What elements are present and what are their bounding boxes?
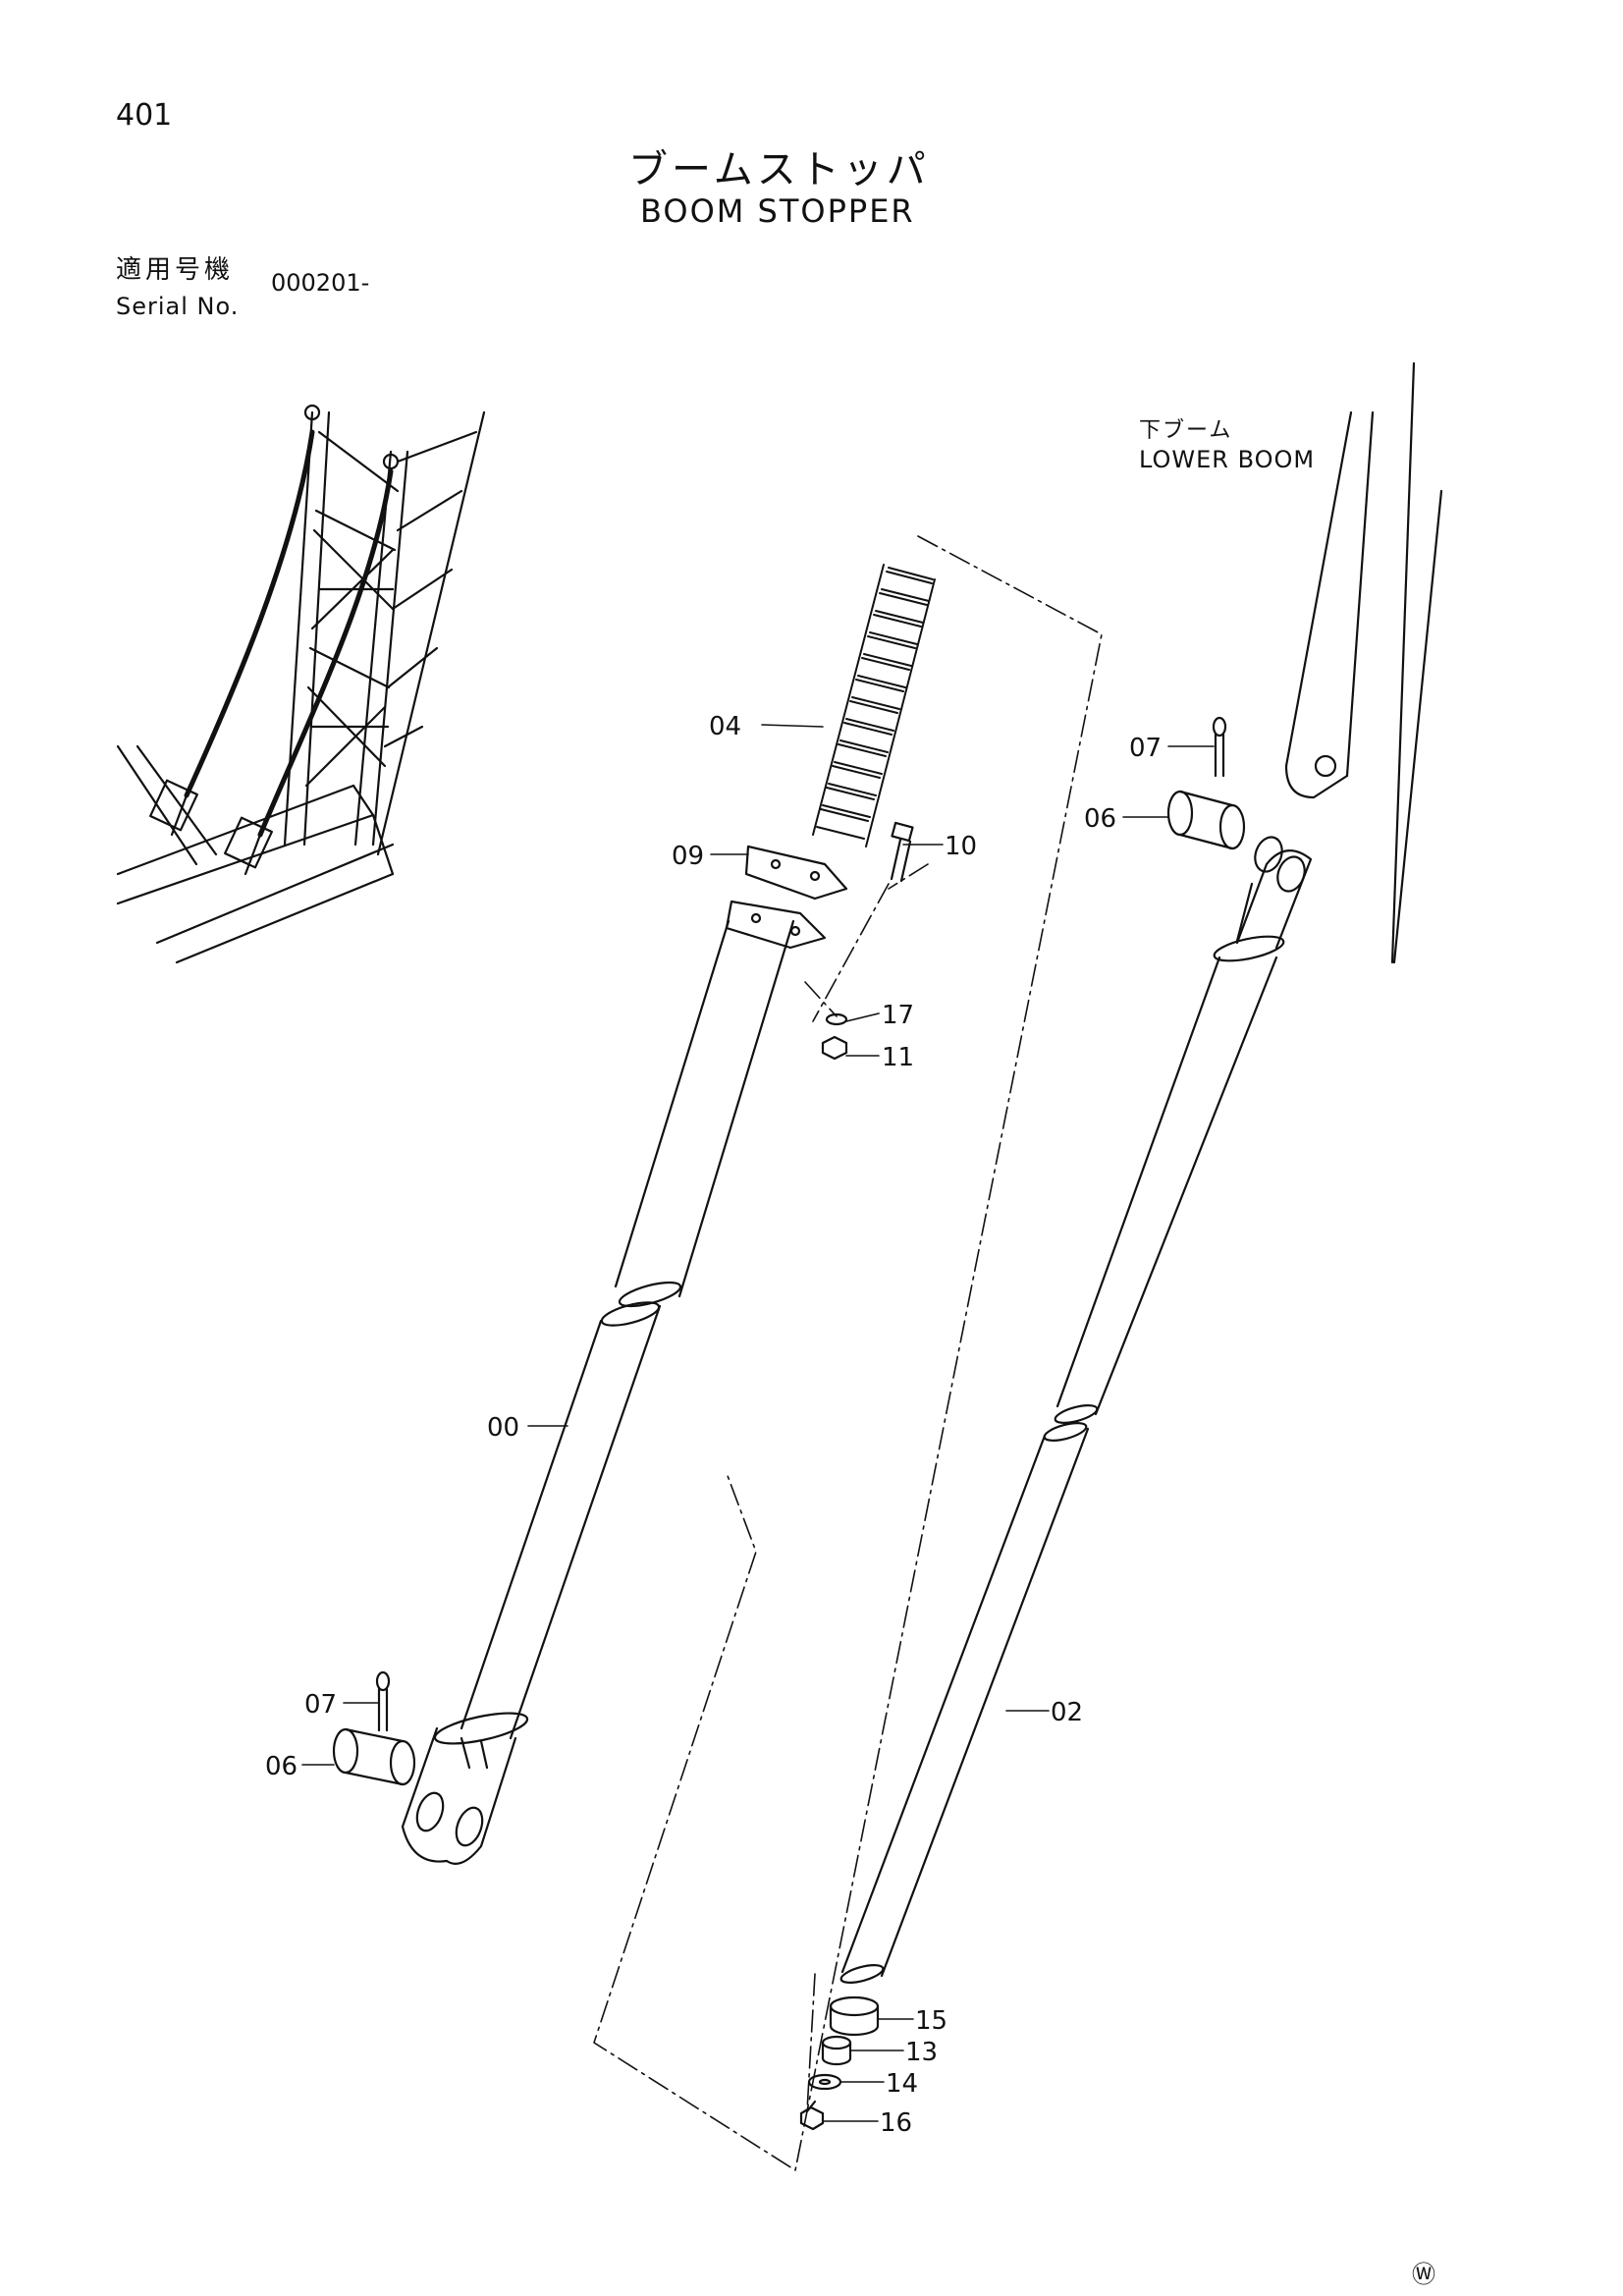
stopper-tube-assembly-02 (839, 836, 1313, 1984)
serial-number-value: 000201- (271, 269, 370, 297)
callout-06-left: 06 (265, 1752, 298, 1781)
callout-16: 16 (880, 2108, 912, 2138)
footer-mark: Ⓦ (1412, 2261, 1435, 2288)
callout-11: 11 (882, 1043, 914, 1072)
serial-label-english: Serial No. (116, 293, 240, 320)
lower-boom-label-japanese: 下ブーム (1139, 418, 1233, 443)
callout-06-right: 06 (1084, 804, 1116, 834)
callout-13: 13 (905, 2038, 938, 2067)
callout-15: 15 (915, 2006, 947, 2036)
assembly-centerlines (593, 535, 1103, 2171)
callout-07-right: 07 (1129, 734, 1162, 763)
spacer-15 (829, 1995, 880, 2037)
bolt-10 (890, 821, 914, 883)
callout-04: 04 (709, 712, 741, 741)
collar-13 (821, 2035, 852, 2066)
pin-06-left (332, 1727, 416, 1786)
cotter-pin-07-right (1212, 716, 1227, 778)
spring-04 (812, 564, 936, 847)
callout-07-left: 07 (304, 1690, 337, 1720)
washer-17 (825, 1012, 848, 1026)
lower-boom-illustration (1284, 361, 1443, 964)
callout-09: 09 (672, 842, 704, 871)
lower-boom-label-english: LOWER BOOM (1139, 446, 1316, 473)
stopper-tube-assembly-00 (401, 845, 848, 1865)
bolt-16 (799, 2100, 825, 2131)
callout-17: 17 (882, 1001, 914, 1030)
callout-14: 14 (886, 2069, 918, 2099)
callout-02: 02 (1051, 1698, 1083, 1727)
callout-00: 00 (487, 1413, 519, 1443)
page-number: 401 (116, 98, 173, 133)
crane-inset-illustration (116, 404, 486, 964)
serial-label-japanese: 適用号機 (116, 255, 235, 285)
nut-11 (821, 1035, 848, 1061)
title-japanese: ブームストッパ (628, 147, 930, 192)
title-english: BOOM STOPPER (640, 192, 915, 230)
cotter-pin-07-left (375, 1670, 391, 1732)
callout-leaders (301, 724, 1215, 2122)
callout-10: 10 (945, 832, 977, 861)
callout-labels: 04 09 10 17 11 07 06 00 07 06 02 15 13 1… (265, 712, 1162, 2138)
pin-06-right (1166, 790, 1246, 850)
